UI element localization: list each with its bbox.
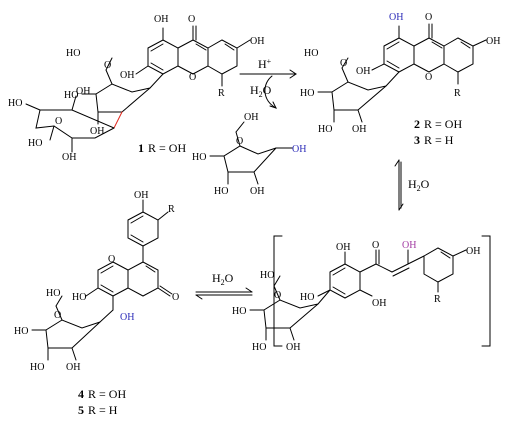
ch-oh-glc: OH bbox=[286, 342, 300, 353]
intermediate-brackets bbox=[273, 235, 491, 347]
c1-oh-gal-3: OH bbox=[62, 152, 76, 163]
ch-oh-top: OH bbox=[336, 242, 350, 253]
c4-oh-4p: OH bbox=[134, 190, 148, 201]
c4-oh-7: HO bbox=[72, 292, 86, 303]
glc-oh-1: OH bbox=[292, 144, 306, 155]
c4-carbonyl-o: O bbox=[172, 292, 179, 303]
water-reagent-2: H2O bbox=[408, 177, 430, 193]
compound-2-structure bbox=[317, 23, 487, 123]
ch-oh-4p: OH bbox=[466, 246, 480, 257]
c2-ho-glc-2: HO bbox=[318, 124, 332, 135]
c4-ho-glc-2: HO bbox=[30, 362, 44, 373]
glc-ho-4: HO bbox=[192, 152, 206, 163]
c1-r: R bbox=[218, 88, 225, 99]
glc-oh-6: OH bbox=[244, 112, 258, 123]
water-reagent-3: H2O bbox=[212, 271, 234, 287]
c1-glc-o: O bbox=[104, 60, 111, 71]
c4-glc-o: O bbox=[54, 310, 61, 321]
c1-oh-5: OH bbox=[154, 14, 168, 25]
c2-oh-glc: OH bbox=[352, 124, 366, 135]
c4-oh-5: OH bbox=[120, 312, 134, 323]
c1-ho-glc: HO bbox=[64, 90, 78, 101]
hydrolysis-arrow bbox=[239, 69, 297, 109]
c4-oh-glc: OH bbox=[66, 362, 80, 373]
equilibrium-arrow-vertical bbox=[394, 159, 404, 211]
c2-ho-6g: HO bbox=[304, 48, 318, 59]
c2-carbonyl-o: O bbox=[425, 12, 432, 23]
c2-ho-glc: HO bbox=[300, 88, 314, 99]
c1-ho-gal-2: HO bbox=[28, 138, 42, 149]
c1-oh-4p: OH bbox=[250, 36, 264, 47]
ch-enol-oh: OH bbox=[402, 240, 416, 251]
c1-ho-gal-1: HO bbox=[8, 98, 22, 109]
c2-oh-7: OH bbox=[356, 66, 370, 77]
c1-gal-o: O bbox=[55, 116, 62, 127]
glc-ho-3: HO bbox=[214, 186, 228, 197]
ch-glc-o: O bbox=[274, 290, 281, 301]
c4-ho-6g: HO bbox=[46, 288, 60, 299]
c2-oh-4p: OH bbox=[486, 36, 500, 47]
c1-carbonyl-o: O bbox=[188, 14, 195, 25]
compound-4-structure bbox=[31, 199, 173, 361]
compound-1-structure bbox=[25, 25, 251, 153]
c2-oh-5: OH bbox=[389, 12, 403, 23]
c1-oh-glc: OH bbox=[90, 126, 104, 137]
ch-ho-glc: HO bbox=[232, 306, 246, 317]
free-glucose-structure bbox=[209, 121, 293, 185]
ch-ho-glc-2: HO bbox=[252, 342, 266, 353]
c1-ring-o: O bbox=[189, 72, 196, 83]
glc-ring-o: O bbox=[236, 136, 243, 147]
c1-oh-gal: OH bbox=[76, 86, 90, 97]
c2-r: R bbox=[454, 88, 461, 99]
ch-oh-bottom: OH bbox=[372, 298, 386, 309]
ch-oh-side: HO bbox=[300, 292, 314, 303]
c2-ring-o: O bbox=[425, 72, 432, 83]
ch-carbonyl-o: O bbox=[372, 240, 379, 251]
c4-ho-glc: HO bbox=[14, 326, 28, 337]
c1-ho-6g: HO bbox=[66, 48, 80, 59]
glc-oh-2: OH bbox=[250, 186, 264, 197]
c1-oh-7: OH bbox=[120, 70, 134, 81]
equilibrium-arrow-horizontal bbox=[195, 287, 253, 300]
chalcone-intermediate-structure bbox=[249, 247, 467, 341]
water-reagent-1: H2O bbox=[250, 83, 272, 99]
acid-reagent: H+ bbox=[258, 57, 272, 71]
c4-ring-o: O bbox=[108, 254, 115, 265]
c4-r: R bbox=[168, 204, 175, 215]
ch-ho-6g: HO bbox=[260, 270, 274, 281]
c2-glc-o: O bbox=[340, 58, 347, 69]
ch-r: R bbox=[434, 294, 441, 305]
